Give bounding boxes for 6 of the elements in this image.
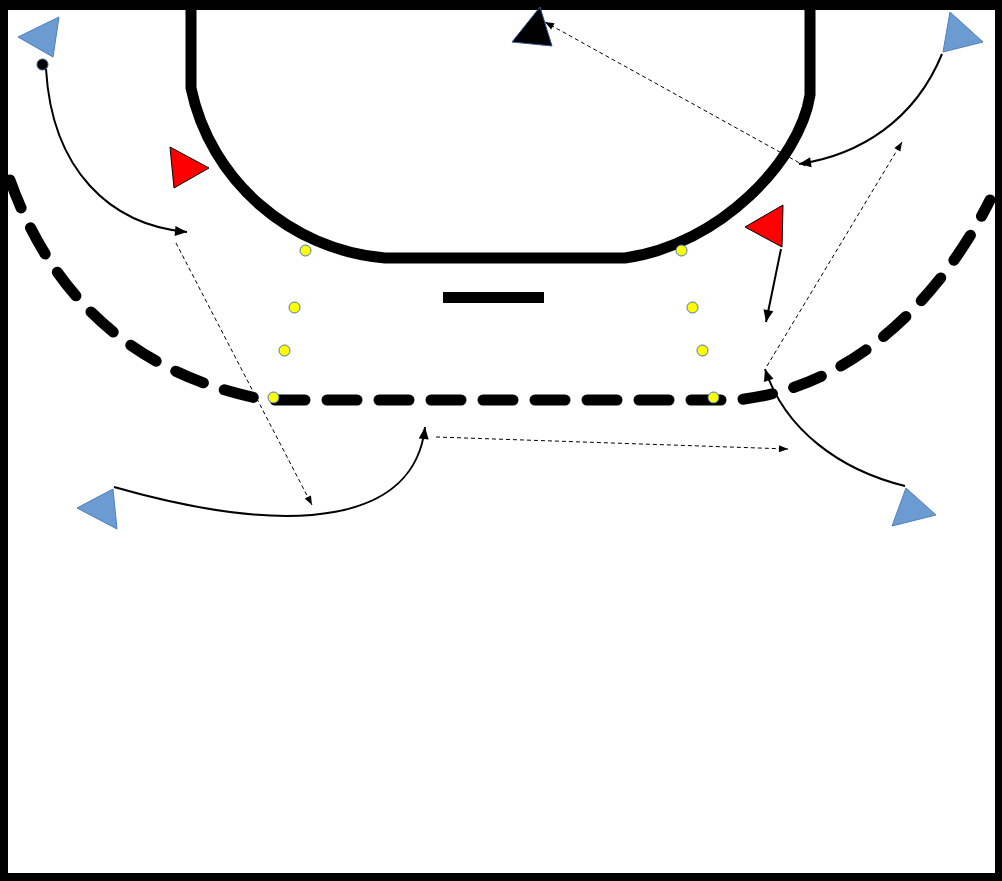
curved-arrow <box>798 53 943 167</box>
arrow <box>763 248 782 323</box>
dashed-arrow <box>544 21 806 167</box>
curved-arrow <box>764 368 906 487</box>
curved-arrow <box>113 426 428 517</box>
curved-arrow <box>45 68 188 236</box>
